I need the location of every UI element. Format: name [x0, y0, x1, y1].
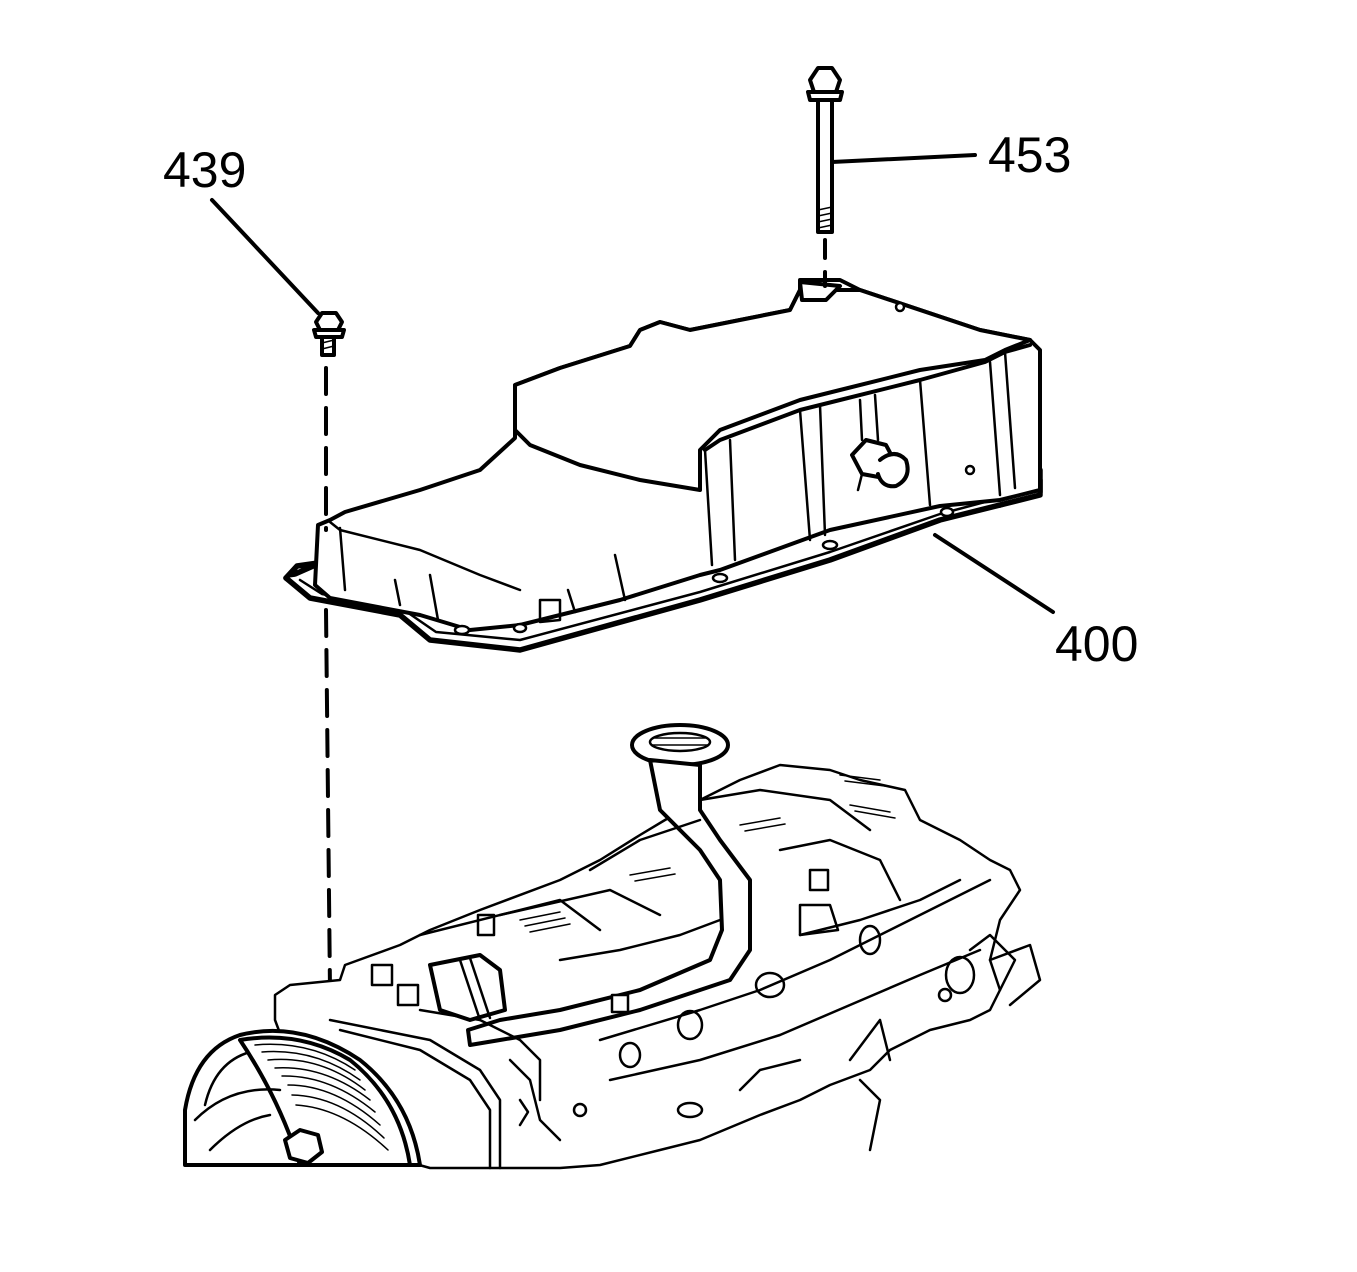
- leader-line-439: [210, 198, 320, 315]
- callout-label-439: 439: [163, 142, 246, 198]
- long-bolt-453: [806, 66, 844, 288]
- oil-pan: [283, 278, 1043, 653]
- harmonic-balancer: [183, 1028, 422, 1167]
- oil-pickup-tube: [466, 723, 752, 1047]
- engine-block: [183, 723, 1042, 1170]
- alignment-dashed-line: [324, 366, 332, 992]
- callout-label-453: 453: [988, 127, 1071, 183]
- drain-plug: [850, 393, 910, 492]
- short-bolt-439: [312, 311, 346, 357]
- leader-line-453: [830, 153, 977, 164]
- callout-label-400: 400: [1055, 616, 1138, 672]
- leader-line-400: [933, 533, 1055, 614]
